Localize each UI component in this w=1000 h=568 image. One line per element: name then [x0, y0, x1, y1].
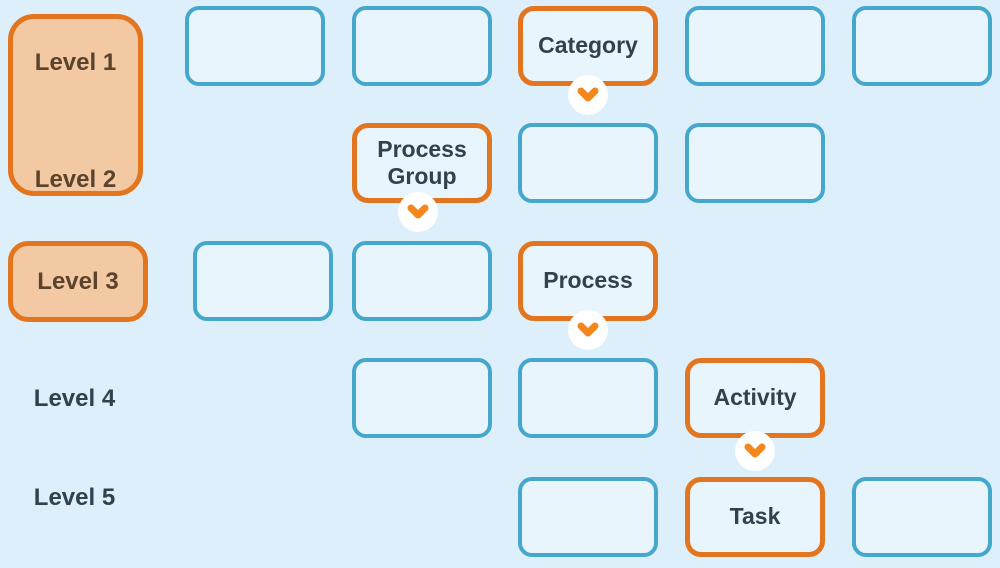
- empty-box-r4c4: [518, 358, 658, 438]
- chevron-down-icon: [398, 192, 438, 232]
- empty-box-r5c4: [518, 477, 658, 557]
- category-box: Category: [518, 6, 658, 86]
- level-4-label: Level 4: [33, 385, 116, 412]
- level-1-2-box: Level 1 Level 2: [8, 14, 143, 196]
- chevron-down-icon: [568, 75, 608, 115]
- empty-box-r2c4: [518, 123, 658, 203]
- empty-box-r1c5: [685, 6, 825, 86]
- category-label: Category: [538, 32, 638, 59]
- chevron-down-icon: [568, 310, 608, 350]
- activity-label: Activity: [713, 384, 797, 411]
- empty-box-r2c5: [685, 123, 825, 203]
- level-3-label: Level 3: [37, 267, 119, 295]
- empty-box-r1c6: [852, 6, 992, 86]
- level-3-box: Level 3: [8, 241, 148, 322]
- process-group-box: Process Group: [352, 123, 492, 203]
- activity-box: Activity: [685, 358, 825, 438]
- task-box: Task: [685, 477, 825, 557]
- empty-box-r1c2: [185, 6, 325, 86]
- empty-box-r3c2: [193, 241, 333, 321]
- empty-box-r5c6: [852, 477, 992, 557]
- chevron-down-icon: [735, 431, 775, 471]
- empty-box-r3c3: [352, 241, 492, 321]
- level-5-label: Level 5: [33, 484, 116, 511]
- process-group-label: Process Group: [377, 135, 467, 189]
- level-2-label: Level 2: [34, 166, 117, 193]
- level-1-label: Level 1: [34, 49, 117, 76]
- empty-box-r1c3: [352, 6, 492, 86]
- task-label: Task: [729, 503, 781, 530]
- process-box: Process: [518, 241, 658, 321]
- empty-box-r4c3: [352, 358, 492, 438]
- process-label: Process: [543, 267, 633, 294]
